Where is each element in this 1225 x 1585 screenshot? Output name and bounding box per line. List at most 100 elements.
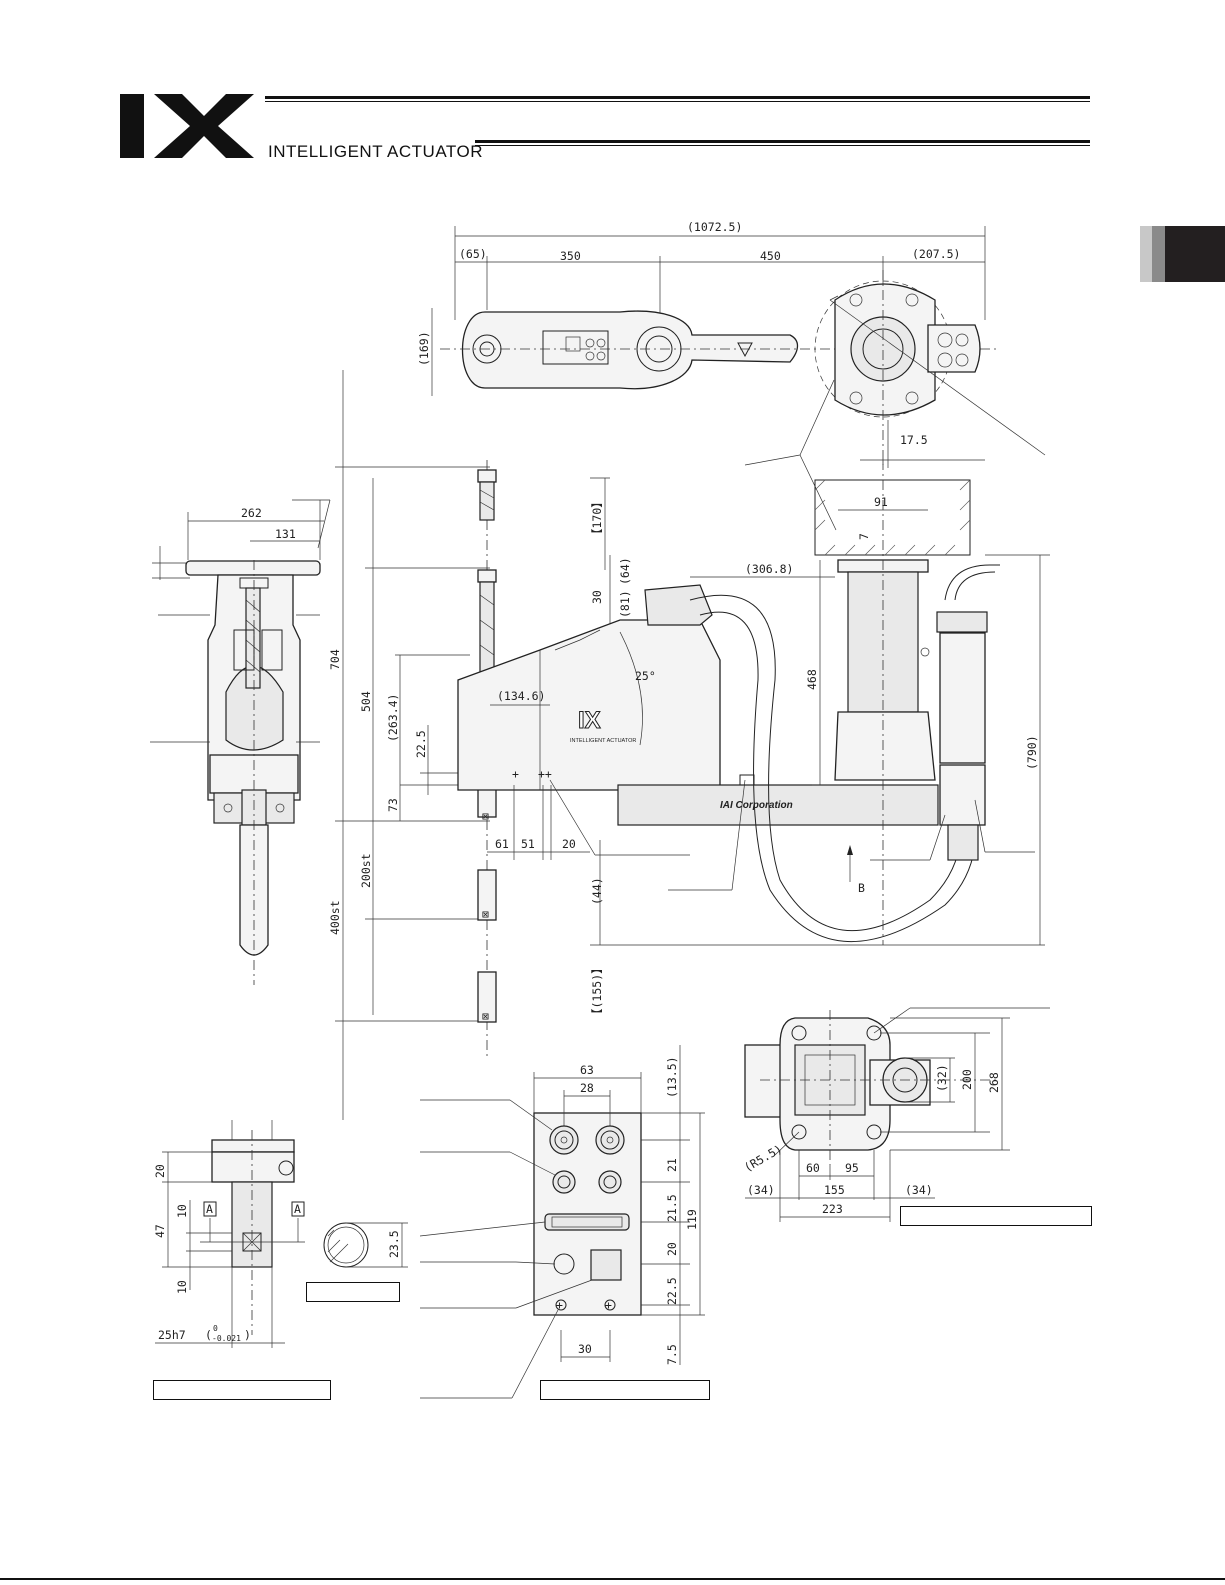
body-logo: IX (578, 707, 601, 734)
dim-306-8: (306.8) (745, 562, 793, 576)
dim-angle: 25° (635, 669, 656, 683)
dim-131: 131 (275, 527, 296, 541)
dim-base-32: (32) (935, 1064, 949, 1092)
chapter-tab-light (1140, 226, 1152, 282)
shaft-top (477, 469, 497, 521)
dim-dia-23-5: 23.5 (387, 1230, 401, 1258)
dim-base-155: 155 (824, 1183, 845, 1197)
connector-panel: 63 28 + + 30 (13.5) 21 21.5 20 22.5 7.5 … (419, 1045, 705, 1399)
dim-panel-63: 63 (580, 1063, 594, 1077)
svg-text:+: + (512, 767, 519, 781)
dim-base-34b: (34) (905, 1183, 933, 1197)
dim-51: 51 (521, 837, 535, 851)
dim-170: 【170】 (590, 496, 604, 540)
dim-263-4: (263.4) (386, 694, 400, 742)
arm2-body (617, 784, 939, 826)
tolerance-lower: -0.021 (212, 1334, 241, 1343)
dim-400st: 400st (328, 900, 342, 935)
body-logo-sub: INTELLIGENT ACTUATOR (570, 738, 636, 744)
main-body (457, 619, 721, 791)
dim-right-offset: (207.5) (912, 247, 960, 261)
brand-subtitle: INTELLIGENT ACTUATOR (268, 142, 483, 161)
svg-text:): ) (244, 1328, 251, 1342)
svg-text:⊠: ⊠ (482, 809, 489, 823)
dim-44: (44) (590, 877, 604, 905)
dim-200st: 200st (359, 853, 373, 888)
dim-arm1: 350 (560, 249, 581, 263)
dim-81: (81) (618, 590, 632, 618)
side-view-left: 262 131 (150, 499, 331, 985)
dim-base-95: 95 (845, 1161, 859, 1175)
tolerance-label: 25h7 (158, 1328, 186, 1342)
arm-label: IAI Corporation (720, 800, 793, 811)
dim-left-offset: (65) (459, 247, 487, 261)
svg-text:++: ++ (538, 767, 552, 781)
dim-134-6: (134.6) (497, 689, 545, 703)
dim-arm2: 450 (760, 249, 781, 263)
dim-22-5: 22.5 (414, 730, 428, 758)
dim-offset-17-5: 17.5 (900, 433, 928, 447)
caption-box-shaft-detail (153, 1380, 331, 1400)
dim-base-60: 60 (806, 1161, 820, 1175)
svg-text:+: + (605, 1298, 612, 1312)
dim-468: 468 (805, 669, 819, 690)
caption-box-base-view (900, 1206, 1092, 1226)
side-view-main: 704 504 (263.4) 22.5 73 200st 400st ⊠ ⊠ (328, 370, 1050, 1120)
dim-30: 30 (590, 590, 604, 604)
dim-7: 7 (857, 533, 871, 540)
ix-logo (120, 94, 254, 158)
dim-64: (64) (618, 557, 632, 585)
dim-704: 704 (328, 649, 342, 670)
base-view: (32) 200 268 (R5.5) 60 95 (34) 155 (34) … (742, 1007, 1050, 1222)
dim-shaft-47: 47 (153, 1224, 167, 1238)
svg-text:(: ( (205, 1328, 212, 1342)
dim-73: 73 (386, 798, 400, 812)
dim-61: 61 (495, 837, 509, 851)
top-view: (1072.5) (65) 350 450 (207.5) (169) (417, 220, 1046, 531)
header-rule-top (265, 96, 1090, 99)
controller-box (939, 632, 986, 764)
dim-155: 【(155)】 (590, 962, 604, 1020)
dim-20: 20 (562, 837, 576, 851)
section-a-left: A (206, 1202, 213, 1216)
dim-shaft-10a: 10 (175, 1204, 189, 1218)
header-rule-bottom (475, 140, 1090, 143)
dim-panel-119: 119 (685, 1209, 699, 1230)
dim-790: (790) (1025, 735, 1039, 770)
dim-panel-28: 28 (580, 1081, 594, 1095)
dim-262: 262 (241, 506, 262, 520)
dim-shaft-20: 20 (153, 1164, 167, 1178)
dim-panel-21-5: 21.5 (665, 1194, 679, 1222)
chapter-tab-mid (1152, 226, 1165, 282)
caption-box-shaft-section (306, 1282, 400, 1302)
dim-504: 504 (359, 691, 373, 712)
svg-text:⊠: ⊠ (482, 1009, 489, 1023)
dim-base-200: 200 (960, 1069, 974, 1090)
dim-shaft-10b: 10 (175, 1280, 189, 1294)
dim-panel-21: 21 (665, 1158, 679, 1172)
tolerance-upper: 0 (213, 1324, 218, 1333)
svg-text:⊠: ⊠ (482, 907, 489, 921)
dim-base-268: 268 (987, 1072, 1001, 1093)
dim-panel-7-5: 7.5 (665, 1344, 679, 1365)
header-rule-bottom-thin (475, 145, 1090, 146)
dim-panel-13-5: (13.5) (665, 1056, 679, 1098)
dim-91: 91 (874, 495, 888, 509)
shaft-detail: 20 47 10 10 A A 25h7 ( 0 -0.021 ) 23.5 (153, 1120, 408, 1348)
dim-panel-20: 20 (665, 1242, 679, 1256)
chapter-tab (1165, 226, 1225, 282)
view-b-label: B (858, 881, 865, 895)
dim-height-169: (169) (417, 331, 431, 366)
dim-panel-30: 30 (578, 1342, 592, 1356)
section-a-right: A (294, 1202, 301, 1216)
dim-panel-22-5: 22.5 (665, 1277, 679, 1305)
dim-overall: (1072.5) (687, 220, 742, 234)
arm-outline (461, 310, 799, 390)
dim-base-34a: (34) (747, 1183, 775, 1197)
svg-text:+: + (556, 1298, 563, 1312)
dim-base-223: 223 (822, 1202, 843, 1216)
header-rule-top-thin (265, 101, 1090, 102)
footer-rule (0, 1578, 1225, 1580)
shaft-upper (477, 569, 497, 673)
